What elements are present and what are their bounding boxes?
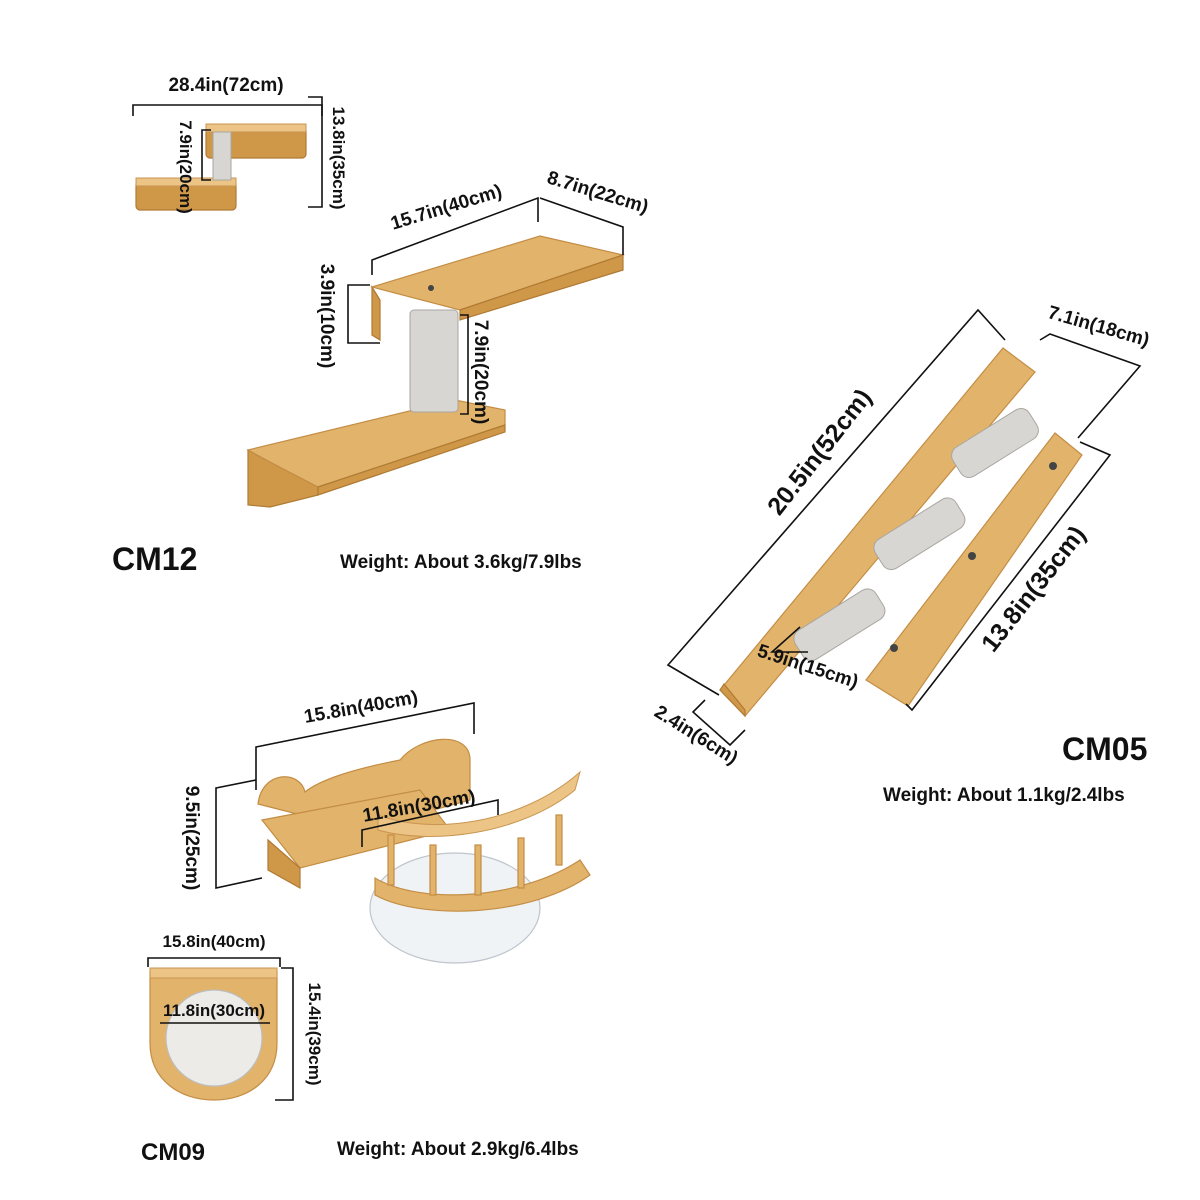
cm09-top-width-line	[147, 957, 281, 967]
cm12-drawing: 15.7in(40cm) 8.7in(22cm) 3.9in(10cm) 7.9…	[246, 167, 651, 508]
cm05-width-label: 7.1in(18cm)	[1045, 302, 1151, 351]
cm09-bracket	[267, 838, 301, 890]
cm05-bolt-1	[1049, 462, 1057, 470]
cm12-post-height-label: 7.9in(20cm)	[470, 320, 491, 425]
cm05-weight-label: Weight: About 1.1kg/2.4lbs	[883, 785, 1125, 806]
cm09-top-depth-line	[275, 967, 294, 1101]
cm05-width-line	[1039, 333, 1142, 439]
cm05-back-board-edge	[719, 682, 746, 718]
cm12-depth-line	[539, 197, 624, 255]
cm12-overall-height-line	[308, 96, 323, 208]
cm05-step-2	[873, 497, 966, 571]
cm12-overview: 28.4in(72cm) 13.8in(35cm) 7.9in(20cm)	[132, 75, 348, 214]
cm12-bolt	[428, 285, 434, 291]
cm12-length-label: 15.7in(40cm)	[388, 181, 504, 235]
cm09-height-label: 9.5in(25cm)	[181, 786, 202, 891]
cm09-rail-bar-1	[387, 834, 395, 886]
cm05-bolt-3	[890, 644, 898, 652]
cm12-upper-bracket	[371, 284, 381, 342]
cm12-overall-width-line	[132, 104, 323, 116]
cm05-board-line	[691, 699, 746, 747]
cm09-model-label: CM09	[141, 1139, 205, 1166]
cm05-step-line	[769, 626, 808, 653]
cm12-post-height-line	[460, 314, 469, 415]
cm05-span-line	[905, 441, 1112, 712]
cm12-weight-label: Weight: About 3.6kg/7.9lbs	[340, 552, 582, 573]
cm12-overview-upper-top	[205, 123, 307, 133]
cm09-top-bowl-label: 11.8in(30cm)	[163, 1001, 265, 1020]
cm09-rail-bar-5	[555, 814, 563, 866]
cm09-width-line	[255, 702, 475, 790]
cm05-step-3	[793, 588, 886, 662]
cm12-overview-post	[212, 131, 232, 181]
cm05-board-label: 2.4in(6cm)	[650, 702, 741, 770]
cm09-rail-bar-3	[474, 844, 482, 896]
cm12-model-label: CM12	[112, 541, 197, 577]
cm09-top-depth-label: 15.4in(39cm)	[305, 983, 324, 1086]
cm12-overall-height-label: 13.8in(35cm)	[329, 107, 348, 210]
cm12-length-line	[371, 196, 539, 275]
cm09-drawing: 15.8in(40cm) 9.5in(25cm) 11.8in(30cm)	[181, 687, 591, 964]
cm05-bolt-2	[968, 552, 976, 560]
cm12-sisal-post	[409, 309, 459, 413]
cm09-rail-bar-2	[429, 844, 437, 896]
cm12-overall-width-label: 28.4in(72cm)	[168, 75, 283, 96]
cm09-top-width-label: 15.8in(40cm)	[163, 932, 266, 951]
cm12-depth-label: 8.7in(22cm)	[545, 167, 651, 218]
cm05-model-label: CM05	[1062, 731, 1147, 767]
cm09-top-view: 15.8in(40cm) 11.8in(30cm) 15.4in(39cm)	[147, 932, 324, 1101]
cm12-small-post-line	[201, 129, 211, 181]
cm05-step-1	[951, 408, 1039, 478]
cm09-top-bowl	[165, 989, 263, 1087]
cm12-overview-lower-top	[135, 177, 237, 187]
cm12-side-height-line	[347, 284, 380, 344]
cm09-rail-bar-4	[517, 837, 525, 889]
cm09-bowl-line	[361, 799, 499, 847]
cm05-drawing: 20.5in(52cm) 7.1in(18cm) 13.8in(35cm) 5.…	[650, 302, 1151, 769]
cm09-height-line	[215, 779, 263, 889]
cm12-side-height-label: 3.9in(10cm)	[316, 264, 337, 369]
cm09-weight-label: Weight: About 2.9kg/6.4lbs	[337, 1139, 579, 1160]
cm05-length-line	[666, 308, 1006, 696]
cm09-width-label: 15.8in(40cm)	[303, 687, 420, 728]
cm12-lower-shelf-edge	[317, 424, 506, 496]
cm12-small-post-label: 7.9in(20cm)	[176, 120, 195, 214]
cm05-length-label: 20.5in(52cm)	[762, 384, 877, 521]
cm09-rail-top	[377, 770, 581, 837]
cm09-rail-base	[374, 859, 591, 912]
cm09-top-back	[149, 967, 278, 979]
cm12-upper-shelf-edge	[459, 254, 624, 321]
